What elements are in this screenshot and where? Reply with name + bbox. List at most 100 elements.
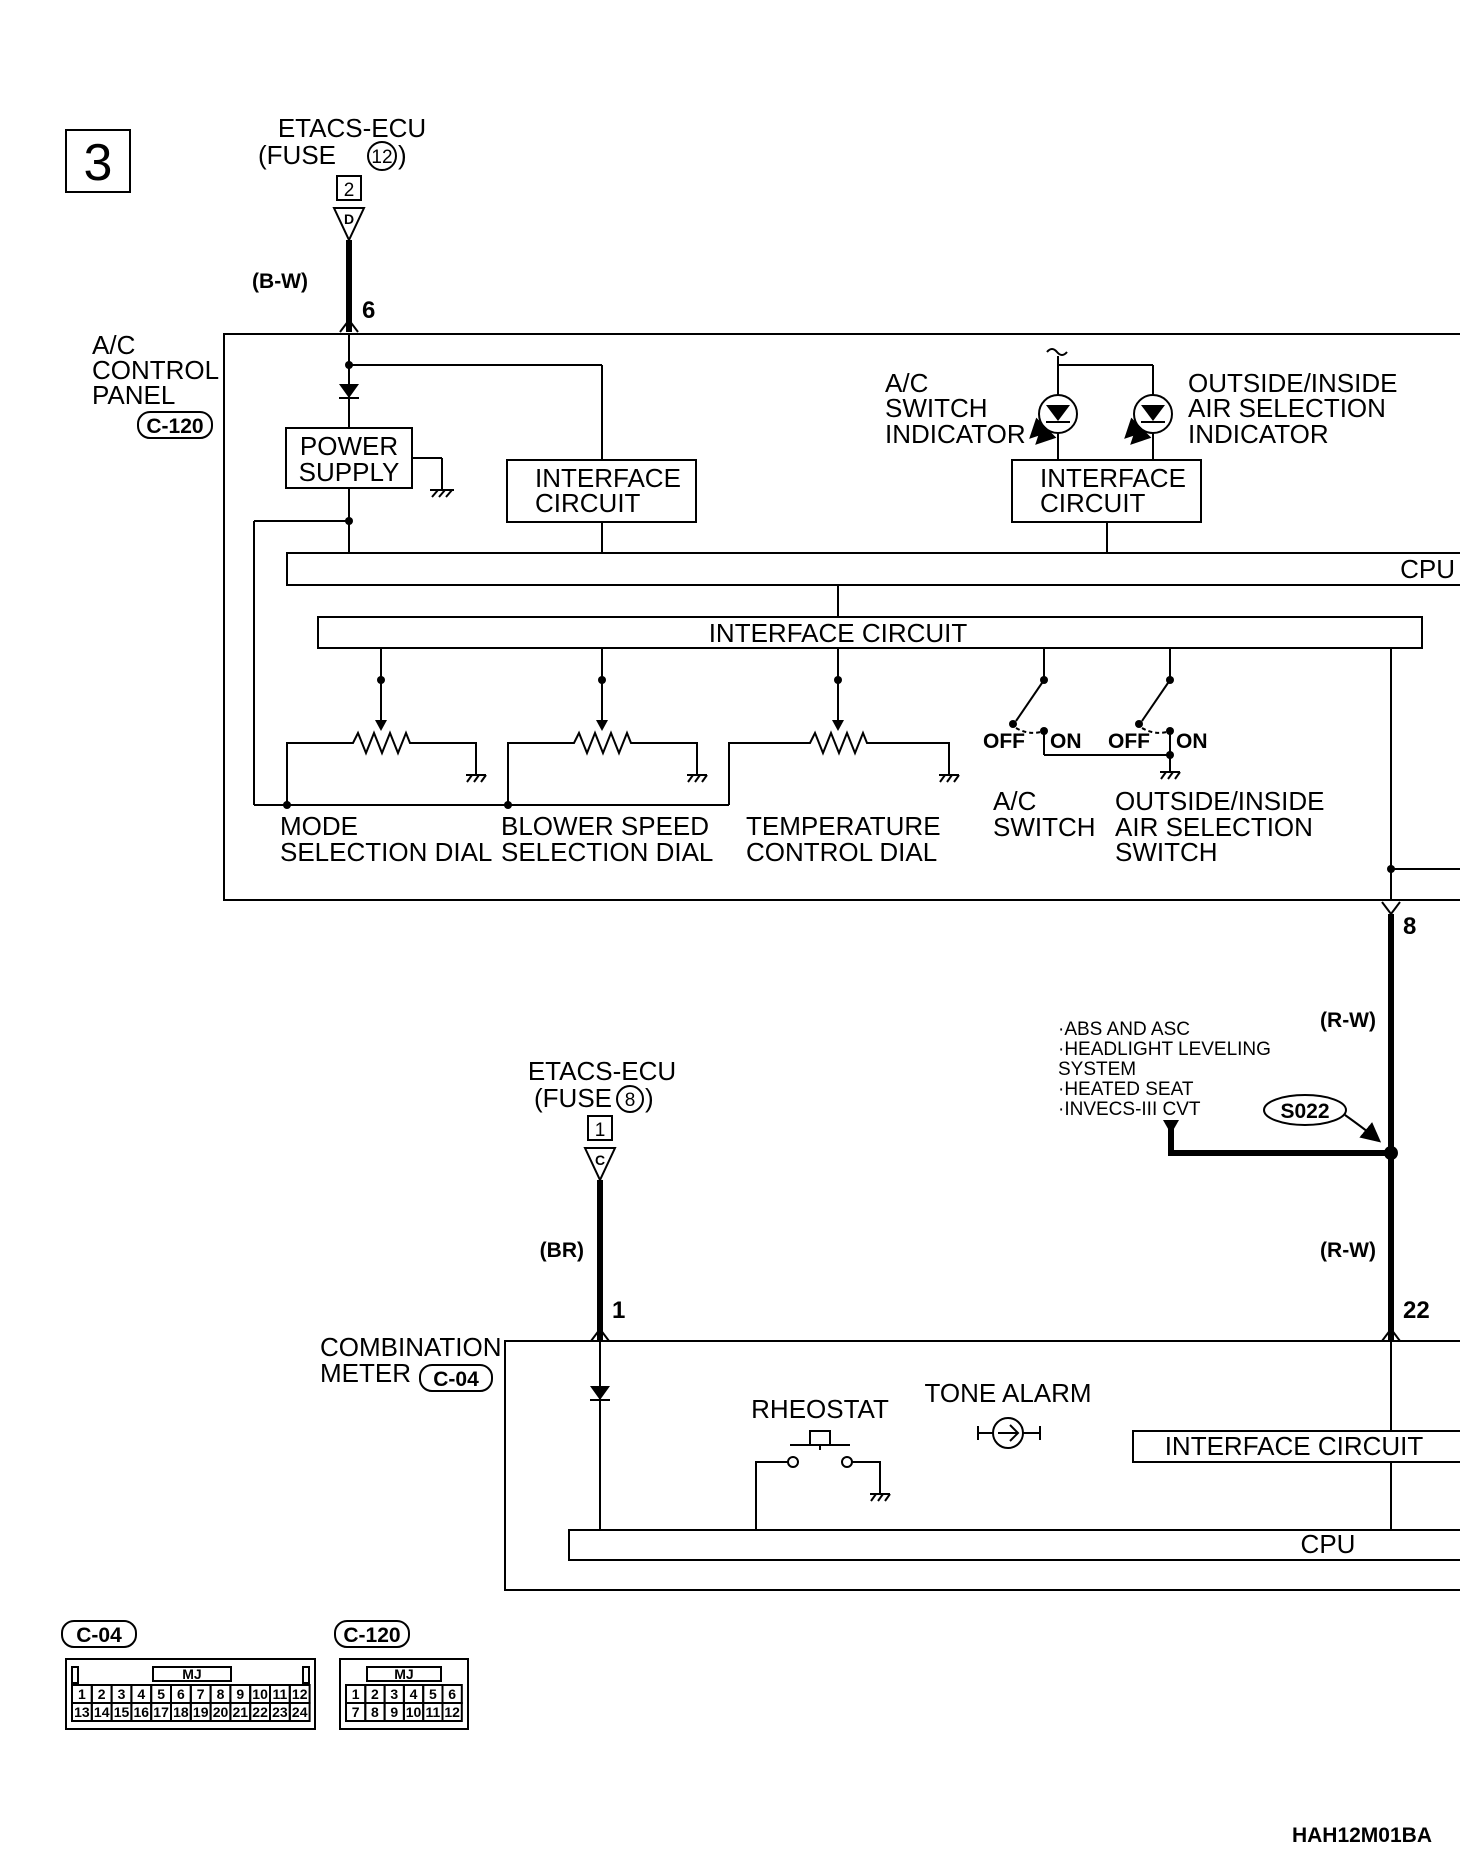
temperature-dial-icon	[728, 648, 960, 805]
connector-pin-label: 14	[94, 1704, 110, 1720]
etacs-top-connector: D	[344, 211, 354, 227]
connector-pin-label: 20	[213, 1704, 229, 1720]
page-number-box: 3	[65, 129, 131, 193]
connector-pin-label: 24	[292, 1704, 308, 1720]
splice-system-5: ·INVECS-III CVT	[1058, 1099, 1201, 1120]
ac-panel-cpu-label: CPU	[1400, 554, 1455, 584]
etacs-bottom-title: ETACS-ECU	[528, 1056, 676, 1086]
connector-pin-label: 1	[352, 1686, 360, 1702]
temp-label-2: CONTROL DIAL	[746, 837, 937, 867]
oi-switch-label-3: SWITCH	[1115, 837, 1218, 867]
pin-6-label: 6	[362, 297, 375, 324]
oi-indicator-led-icon	[1124, 394, 1173, 460]
connector-pin-label: 10	[252, 1686, 268, 1702]
connector-pin-label: 5	[157, 1686, 165, 1702]
connector-pin-label: 23	[272, 1704, 288, 1720]
power-supply-label-2: SUPPLY	[299, 457, 400, 487]
connector-pin-label: 2	[98, 1686, 106, 1702]
mode-label-2: SELECTION DIAL	[280, 837, 492, 867]
splice-s022: S022 ·ABS AND ASC ·HEADLIGHT LEVELING SY…	[1058, 1019, 1398, 1160]
ac-panel-connector: C-120	[146, 415, 203, 438]
connector-pin-label: 4	[137, 1686, 145, 1702]
connector-pin-label: 18	[173, 1704, 189, 1720]
ac-switch-label-2: SWITCH	[993, 812, 1096, 842]
connector-pin-label: 11	[272, 1686, 287, 1702]
combination-meter: COMBINATION METER C-04 RHEOSTAT TONE ALA…	[320, 1332, 1460, 1591]
splice-system-1: ·ABS AND ASC	[1058, 1019, 1190, 1040]
meter-cpu-label: CPU	[1301, 1529, 1356, 1559]
connector-pin-label: 3	[390, 1686, 398, 1702]
connector-pin-label: 16	[134, 1704, 150, 1720]
connector-pin-label: 17	[153, 1704, 169, 1720]
etacs-bottom-connector: C	[595, 1152, 605, 1168]
wire-r-w-upper-label: (R-W)	[1320, 1009, 1376, 1032]
tone-alarm-buzzer-icon	[977, 1417, 1041, 1449]
etacs-bottom-fuse-suffix: )	[645, 1083, 654, 1113]
interface-right-label-1: INTERFACE	[1040, 463, 1186, 493]
power-supply-label-1: POWER	[300, 431, 398, 461]
oi-switch-icon	[1044, 648, 1181, 780]
connector-pin-label: 11	[425, 1704, 440, 1720]
ac-indicator-label-2: SWITCH	[885, 393, 988, 423]
connector-pin-label: 1	[78, 1686, 86, 1702]
connector-pin-cell	[441, 1702, 463, 1722]
ac-switch-label-1: A/C	[993, 786, 1036, 816]
connector-pin-cell	[288, 1702, 311, 1722]
oi-switch-off-label: OFF	[1108, 730, 1150, 753]
oi-indicator-label-3: INDICATOR	[1188, 419, 1329, 449]
connector-pin-label: 19	[193, 1704, 209, 1720]
ac-switch-off-label: OFF	[983, 730, 1025, 753]
interface-left-label-2: CIRCUIT	[535, 488, 641, 518]
connector-pin-label: 2	[371, 1686, 379, 1702]
ac-panel-title-3: PANEL	[92, 380, 175, 410]
ac-indicator-label-3: INDICATOR	[885, 419, 1026, 449]
connector-pin-label: 4	[410, 1686, 418, 1702]
oi-indicator-label-1: OUTSIDE/INSIDE	[1188, 368, 1397, 398]
ac-panel-title-1: A/C	[92, 330, 135, 360]
connector-pin-label: 8	[217, 1686, 225, 1702]
diagram-code: HAH12M01BA	[1292, 1824, 1432, 1847]
mode-dial-icon	[286, 648, 487, 805]
meter-interface-label: INTERFACE CIRCUIT	[1165, 1431, 1424, 1461]
etacs-top-fuse-prefix: (FUSE	[258, 140, 336, 170]
ac-switch-icon	[1009, 648, 1048, 755]
etacs-top-title: ETACS-ECU	[278, 113, 426, 143]
wire-b-w-label: (B-W)	[252, 270, 308, 293]
interface-left-label-1: INTERFACE	[535, 463, 681, 493]
blower-label-1: BLOWER SPEED	[501, 811, 709, 841]
page-number: 3	[84, 134, 113, 192]
connector-pin-label: 9	[236, 1686, 244, 1702]
pin-8-label: 8	[1403, 913, 1416, 940]
connector-pin-label: 8	[371, 1704, 379, 1720]
connector-c120-code: MJ	[394, 1666, 413, 1682]
connector-pin-label: 22	[252, 1704, 268, 1720]
tone-alarm-label: TONE ALARM	[924, 1378, 1091, 1408]
blower-label-2: SELECTION DIAL	[501, 837, 713, 867]
etacs-ecu-bottom: ETACS-ECU (FUSE 8 ) 1 C	[528, 1056, 676, 1183]
splice-system-2: ·HEADLIGHT LEVELING	[1058, 1039, 1271, 1060]
connector-pin-label: 21	[233, 1704, 249, 1720]
connector-pin-label: 7	[352, 1704, 360, 1720]
meter-title-1: COMBINATION	[320, 1332, 502, 1362]
rheostat-label: RHEOSTAT	[751, 1394, 889, 1424]
connector-c04-label: C-04	[76, 1624, 122, 1647]
connector-pin-label: 5	[429, 1686, 437, 1702]
wire-br-label: (BR)	[540, 1239, 584, 1262]
etacs-ecu-top: ETACS-ECU (FUSE 12 ) 2 D	[258, 113, 426, 243]
ac-control-panel: A/C CONTROL PANEL C-120 POWER SUPPLY	[92, 330, 1460, 901]
connector-pin-label: 6	[448, 1686, 456, 1702]
connector-pin-label: 13	[74, 1704, 90, 1720]
temp-label-1: TEMPERATURE	[746, 811, 941, 841]
ac-panel-title-2: CONTROL	[92, 355, 219, 385]
mode-label-1: MODE	[280, 811, 358, 841]
oi-indicator-label-2: AIR SELECTION	[1188, 393, 1386, 423]
etacs-bottom-fuse-prefix: (FUSE	[534, 1083, 612, 1113]
connector-pin-label: 3	[118, 1686, 126, 1702]
meter-title-2: METER	[320, 1358, 411, 1388]
connector-pin-label: 9	[390, 1704, 398, 1720]
interface-right-label-2: CIRCUIT	[1040, 488, 1146, 518]
oi-switch-label-1: OUTSIDE/INSIDE	[1115, 786, 1324, 816]
splice-system-4: ·HEATED SEAT	[1058, 1079, 1194, 1100]
